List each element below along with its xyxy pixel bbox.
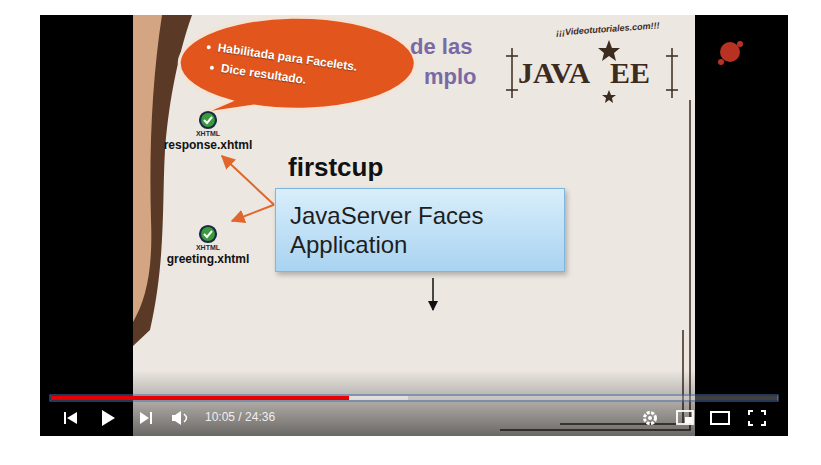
logo-star (602, 90, 616, 103)
progress-played (51, 396, 349, 400)
callout-bubble: Habilitada para Facelets.Dice resultado. (150, 10, 420, 125)
file-icon (198, 224, 218, 244)
channel-icon-dot (737, 41, 743, 47)
progress-buffer (51, 396, 408, 400)
check-circle (200, 112, 216, 128)
progress-outline (50, 395, 778, 401)
channel-icon-dot (718, 59, 724, 65)
play-button (102, 410, 115, 426)
controls-shade (40, 370, 788, 436)
logo-bracket (666, 48, 678, 98)
slide-title: de las (410, 34, 472, 60)
channel-icon (718, 41, 743, 65)
callout-shape (179, 17, 415, 114)
logo-text: JAVA EE (518, 56, 650, 90)
fullscreen-button (749, 411, 765, 425)
file-node: XHTMLgreeting.xhtml (160, 224, 256, 267)
check-mark (204, 117, 212, 123)
volume-button (172, 411, 181, 425)
miniplayer-button (677, 411, 693, 424)
box-heading: firstcup (288, 151, 383, 183)
check-mark (204, 231, 212, 237)
player-controls (64, 410, 765, 426)
time-display: 10:05 / 24:36 (205, 410, 275, 424)
down-arrow (432, 278, 434, 310)
miniplayer-button (685, 417, 692, 423)
file-name: response.xhtml (164, 138, 253, 153)
file-node: XHTMLresponse.xhtml (150, 110, 266, 153)
file-type: XHTML (196, 244, 220, 252)
bullet-dot (210, 65, 215, 70)
channel-icon-circle (720, 42, 740, 62)
file-icon (198, 110, 218, 130)
bullet-dot (206, 45, 211, 50)
callout-shape (150, 10, 420, 125)
next-button (150, 412, 152, 424)
face-illustration (133, 15, 162, 322)
volume-button (184, 414, 187, 422)
prev-button (64, 412, 66, 424)
connector-arrow (222, 156, 274, 205)
logo-bracket (506, 48, 518, 98)
settings-button (648, 416, 652, 420)
video-background (40, 15, 788, 436)
prev-button (67, 412, 77, 424)
slide-title: mplo (424, 64, 477, 90)
connector-arrow (232, 205, 274, 221)
theater-button (711, 412, 729, 424)
box-text: JavaServer Faces Application (290, 201, 525, 259)
progress-track (51, 396, 778, 400)
application-box: firstcupJavaServer Faces Application (275, 188, 565, 272)
file-name: greeting.xhtml (167, 252, 250, 267)
check-circle (200, 226, 216, 242)
settings-button (645, 413, 656, 424)
logo-caption: ¡¡¡Videotutoriales.com!!! (556, 20, 660, 37)
file-type: XHTML (196, 130, 220, 138)
next-button (140, 412, 149, 424)
